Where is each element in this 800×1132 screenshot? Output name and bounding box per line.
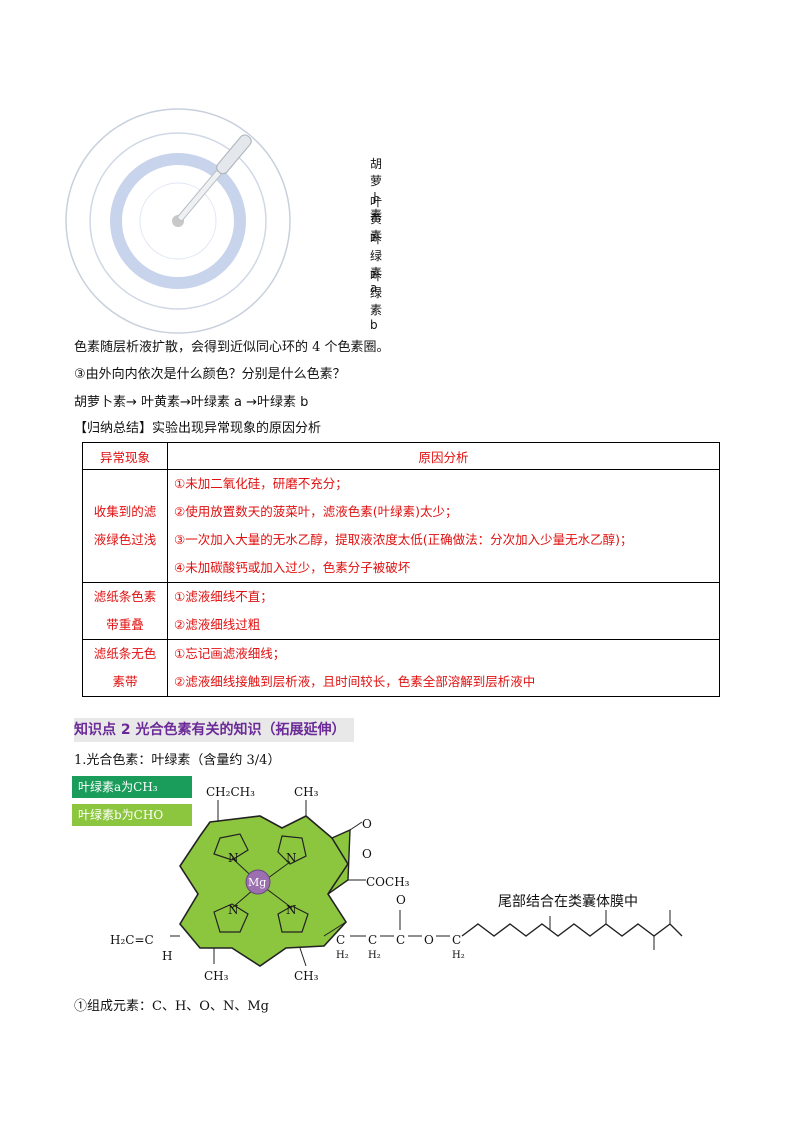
h2-label: H₂ <box>368 950 381 961</box>
table-category-cell: 收集到的滤 液绿色过浅 <box>82 469 168 583</box>
category-text: 素带 <box>112 674 138 689</box>
text-line-order: 胡萝卜素→ 叶黄素→叶绿素 a →叶绿素 b <box>74 395 309 410</box>
h2-label: H₂ <box>336 950 349 961</box>
category-text: 收集到的滤 <box>93 504 157 519</box>
n-label: N <box>228 903 239 917</box>
ring-label-chlorophyll-a: 叶绿素a <box>370 232 383 295</box>
c-label: C <box>368 933 377 947</box>
c-label: C <box>452 933 461 947</box>
concentric-rings-image <box>65 108 291 334</box>
text-line-rings: 色素随层析液扩散，会得到近似同心环的 4 个色素圈。 <box>74 340 390 355</box>
reason-text: ④未加碳酸钙或加入过少，色素分子被破坏 <box>174 560 411 575</box>
text-line-question: ③由外向内依次是什么颜色？分别是什么色素？ <box>74 367 346 382</box>
reason-text: ②滤液细线接触到层析液，且时间较长，色素全部溶解到层析液中 <box>174 674 536 689</box>
chlorophyll-b-tag: 叶绿素b为CHO <box>72 804 192 826</box>
section-heading: 知识点 2 光合色素有关的知识（拓展延伸） <box>74 718 354 742</box>
ring-label-carotene: 胡萝卜素 <box>370 157 383 222</box>
ester-o-label-tail: O <box>424 933 434 947</box>
n-label: N <box>286 903 297 917</box>
text-line-elements: ①组成元素：C、H、O、N、Mg <box>74 999 269 1014</box>
abnormal-phenomena-table: 异常现象 原因分析 收集到的滤 液绿色过浅 ①未加二氧化硅，研磨不充分； ②使用… <box>82 442 720 697</box>
ring-label-xanthophyll: 叶黄素 <box>370 195 383 243</box>
chlorophyll-a-tag: 叶绿素a为CH₃ <box>72 776 192 798</box>
table-reason-cell: ①忘记画滤液细线； ②滤液细线接触到层析液，且时间较长，色素全部溶解到层析液中 <box>167 639 720 697</box>
reason-text: ①忘记画滤液细线； <box>174 646 286 661</box>
table-header-cell: 原因分析 <box>167 442 720 470</box>
table-reason-cell: ①未加二氧化硅，研磨不充分； ②使用放置数天的菠菜叶，滤液色素(叶绿素)太少； … <box>167 469 720 583</box>
reason-text: ②使用放置数天的菠菜叶，滤液色素(叶绿素)太少； <box>174 504 458 519</box>
table-category-cell: 滤纸条色素 带重叠 <box>82 582 168 640</box>
vinyl-group-label: H₂C=C <box>110 933 154 947</box>
table-row: 收集到的滤 液绿色过浅 ①未加二氧化硅，研磨不充分； ②使用放置数天的菠菜叶，滤… <box>82 469 720 583</box>
ethyl-group-label: CH₂CH₃ <box>206 785 255 799</box>
text-line-summary: 【归纳总结】实验出现异常现象的原因分析 <box>74 421 322 436</box>
methyl-group-label: CH₃ <box>294 785 319 799</box>
ring-label-chlorophyll-b: 叶绿素b <box>370 269 383 332</box>
coch3-label: COCH₃ <box>366 875 410 889</box>
ester-o-label: O <box>362 847 372 861</box>
reason-text: ③一次加入大量的无水乙醇，提取液浓度太低(正确做法：分次加入少量无水乙醇)； <box>174 532 633 547</box>
chlorophyll-molecule-diagram: Mg N N N N CH₂CH₃ CH₃ O O COCH₃ H₂C=C H … <box>110 785 683 983</box>
c-label: C <box>396 933 405 947</box>
table-reason-cell: ①滤液细线不直； ②滤液细线过粗 <box>167 582 720 640</box>
n-label: N <box>228 851 239 865</box>
table-row: 滤纸条无色 素带 ①忘记画滤液细线； ②滤液细线接触到层析液，且时间较长，色素全… <box>82 639 720 697</box>
tail-note: 尾部结合在类囊体膜中 <box>498 893 638 910</box>
n-label: N <box>286 851 297 865</box>
table-header-cell: 异常现象 <box>82 442 168 470</box>
chlorophyll-structure: Mg N N N N CH₂CH₃ CH₃ O O COCH₃ H₂C=C H … <box>110 776 710 986</box>
carbonyl-o-label: O <box>396 893 406 907</box>
table-category-cell: 滤纸条无色 素带 <box>82 639 168 697</box>
c-label: C <box>336 933 345 947</box>
table-header-row: 异常现象 原因分析 <box>82 442 720 470</box>
reason-text: ①未加二氧化硅，研磨不充分； <box>174 476 348 491</box>
category-text: 带重叠 <box>106 617 144 632</box>
category-text: 液绿色过浅 <box>93 532 157 547</box>
table-row: 滤纸条色素 带重叠 ①滤液细线不直； ②滤液细线过粗 <box>82 582 720 640</box>
category-text: 滤纸条无色 <box>93 646 157 661</box>
h-label: H <box>162 949 172 963</box>
methyl-group-label-bottom: CH₃ <box>204 969 229 983</box>
reason-text: ②滤液细线过粗 <box>174 617 261 632</box>
reason-text: ①滤液细线不直； <box>174 589 273 604</box>
text-line-pigment: 1.光合色素：叶绿素（含量约 3/4） <box>74 753 281 768</box>
mg-atom-label: Mg <box>248 876 266 889</box>
category-text: 滤纸条色素 <box>93 589 157 604</box>
ketone-o-label: O <box>362 817 372 831</box>
chromatography-diagram: 胡萝卜素 叶黄素 叶绿素a 叶绿素b <box>60 95 383 345</box>
methyl-group-label-bottom-right: CH₃ <box>294 969 319 983</box>
h2-label: H₂ <box>452 950 465 961</box>
